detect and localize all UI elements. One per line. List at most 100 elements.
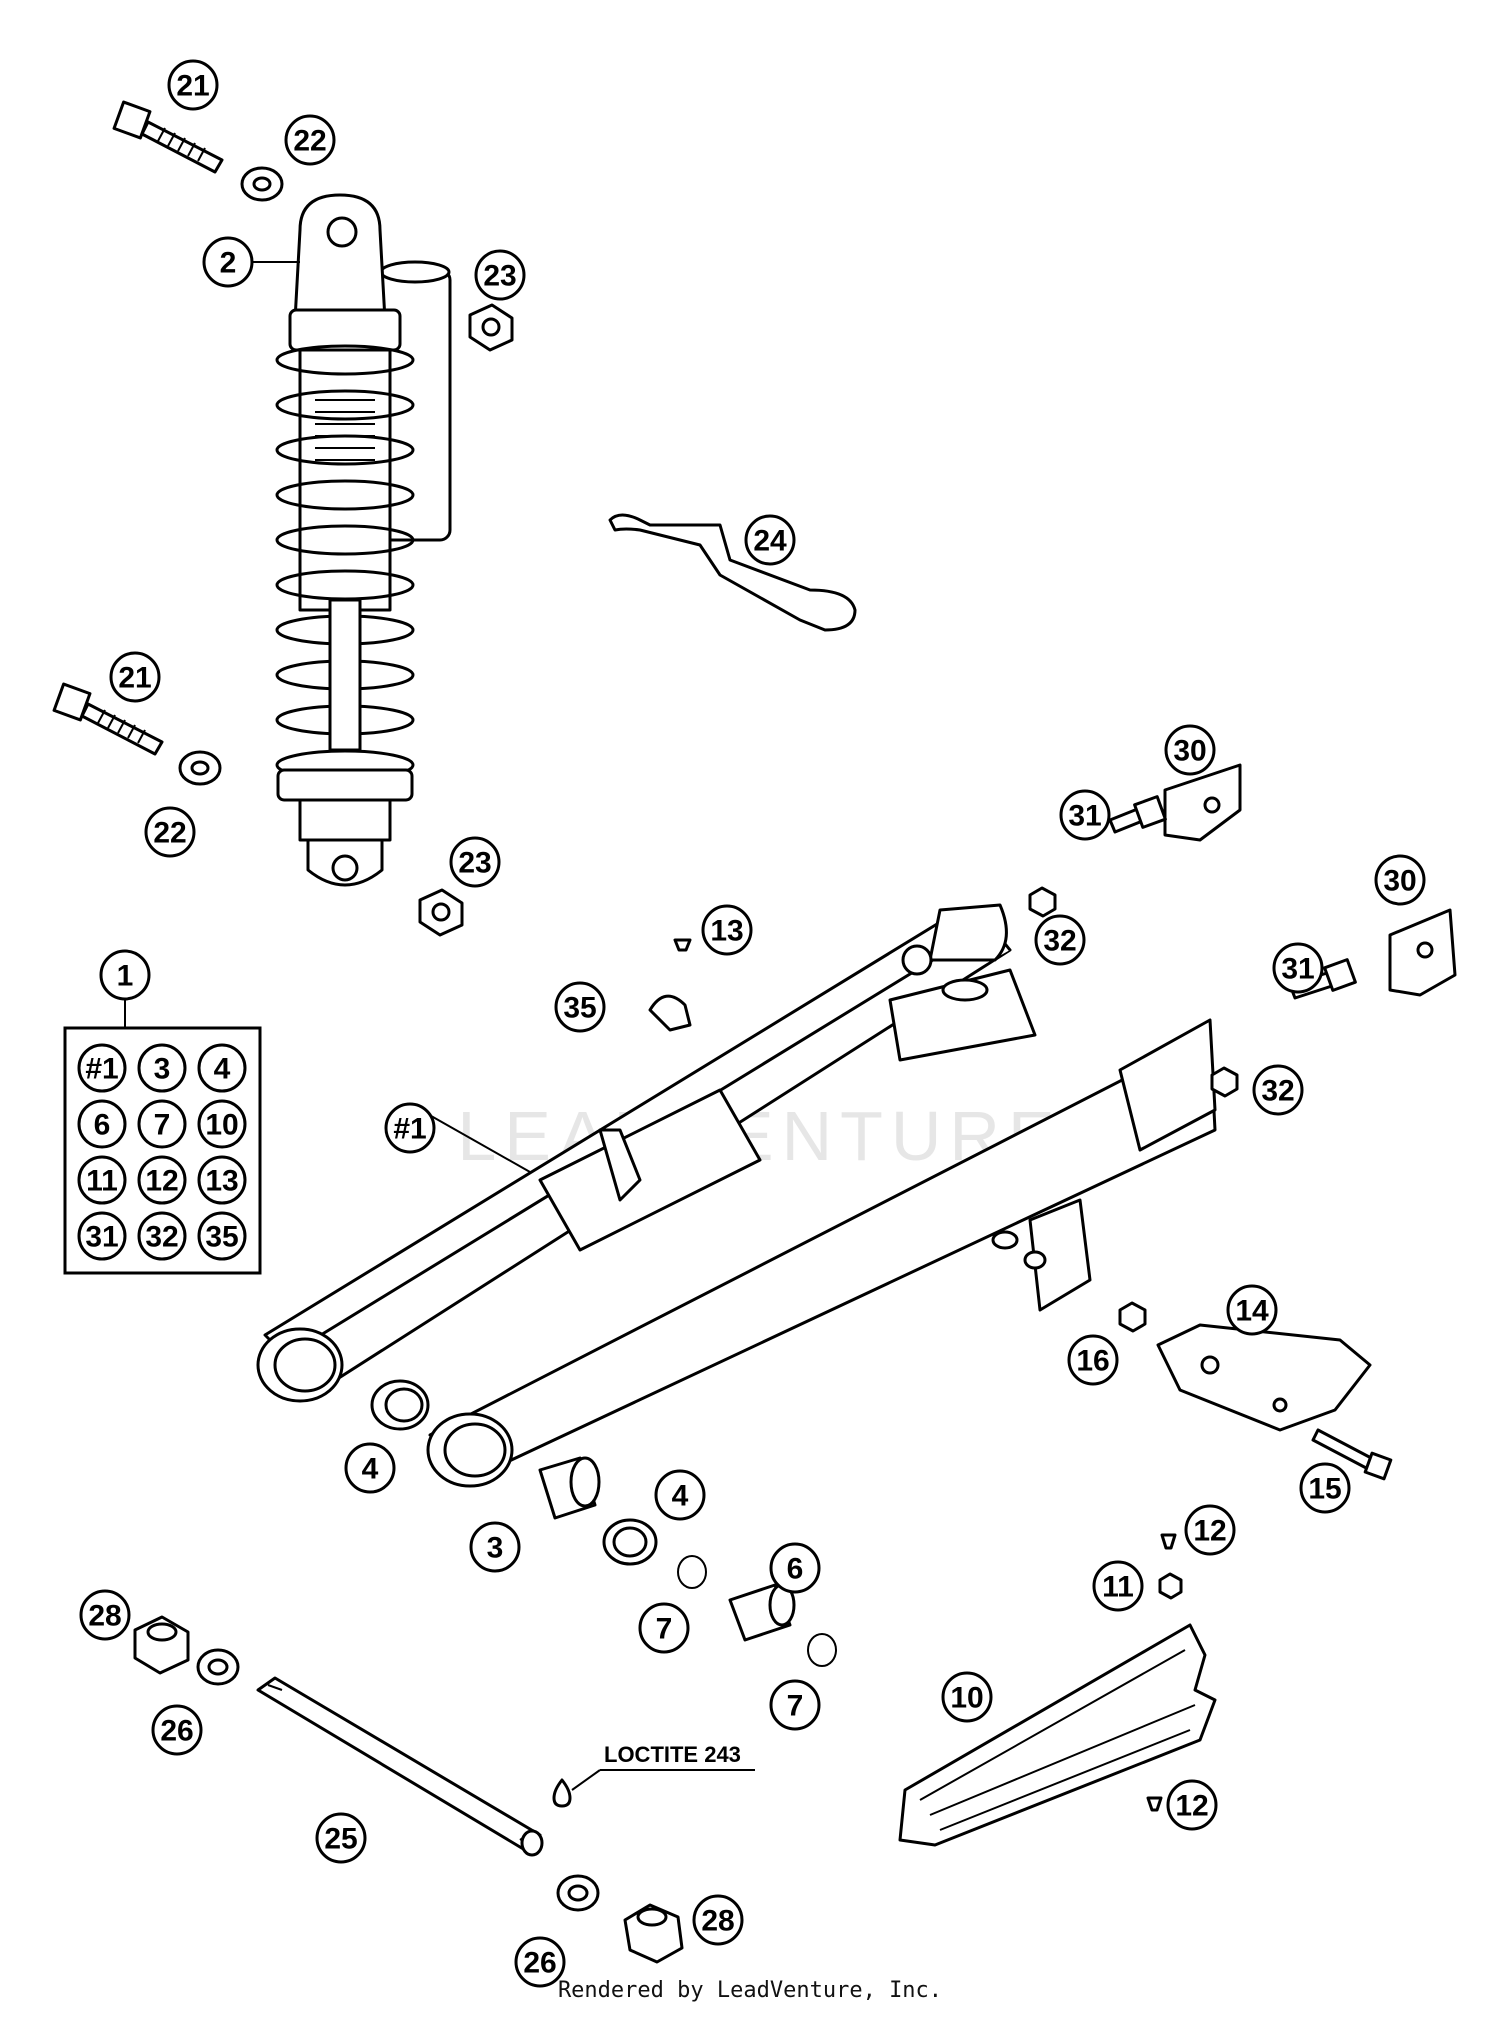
nut-32-b: [1210, 1066, 1239, 1098]
callout-label: 1: [117, 960, 134, 993]
shock-absorber: [275, 193, 452, 887]
callout-4-21: 4: [344, 1442, 396, 1494]
callout-21-5: 21: [109, 651, 161, 703]
callout-10-29: 10: [941, 1671, 993, 1723]
nut-11: [1158, 1572, 1183, 1600]
bearing-4-right: [602, 1518, 658, 1566]
callout-label: 14: [1235, 1295, 1269, 1328]
kit-item-label: 35: [205, 1221, 238, 1254]
kit-item: 3: [137, 1043, 187, 1093]
callout-label: 23: [458, 847, 491, 880]
callout-14-18: 14: [1226, 1284, 1278, 1336]
callout-label: 7: [787, 1690, 804, 1723]
loctite-label: LOCTITE 243: [604, 1742, 741, 1767]
callout-22-1: 22: [284, 114, 336, 166]
washer-upper: [240, 166, 284, 202]
callout-23-3: 23: [474, 249, 526, 301]
callout-7-25: 7: [638, 1602, 690, 1654]
callout-label: 21: [176, 70, 209, 103]
callout-label: 28: [701, 1905, 734, 1938]
callout-31-12: 31: [1059, 789, 1111, 841]
kit-item-label: 13: [205, 1165, 238, 1198]
washer-lower: [178, 750, 222, 786]
callout-label: 25: [324, 1823, 357, 1856]
screw-12-b: [1146, 1796, 1163, 1812]
kit-item: 11: [77, 1155, 127, 1205]
callout-23-7: 23: [449, 836, 501, 888]
kit-item-label: 4: [214, 1053, 231, 1086]
needle-bearing-3: [538, 1456, 601, 1520]
callout-label: 12: [1193, 1515, 1226, 1548]
callout-12-30: 12: [1166, 1779, 1218, 1831]
kit-item: 6: [77, 1099, 127, 1149]
clip-35: [648, 994, 692, 1032]
callout-label: 13: [710, 915, 743, 948]
callout-label: 26: [160, 1715, 193, 1748]
callout-28-35: 28: [692, 1894, 744, 1946]
kit-item-label: #1: [85, 1053, 118, 1086]
kit-item-label: 32: [145, 1221, 178, 1254]
guard-30-a: [1163, 763, 1242, 842]
callout-label: 32: [1261, 1075, 1294, 1108]
kit-item: #1: [77, 1043, 127, 1093]
callout-11-28: 11: [1092, 1560, 1144, 1612]
callout-3-23: 3: [469, 1521, 521, 1573]
chain-slider-14: [1156, 1323, 1372, 1432]
callout-label: 21: [118, 662, 151, 695]
kit-item: 12: [137, 1155, 187, 1205]
callout-15-20: 15: [1299, 1462, 1351, 1514]
screw-13: [673, 938, 692, 952]
callout-label: 16: [1076, 1345, 1109, 1378]
kit-item: 7: [137, 1099, 187, 1149]
callout-label: 2: [220, 247, 237, 280]
bearing-4-left: [370, 1379, 430, 1431]
callout-label: 35: [563, 992, 596, 1025]
nut-16: [1118, 1301, 1147, 1333]
callout-22-6: 22: [144, 806, 196, 858]
loctite-drop: [552, 1778, 572, 1808]
callout-label: 15: [1308, 1473, 1341, 1506]
kit-item-label: 6: [94, 1109, 111, 1142]
o-ring-7-a: [677, 1555, 707, 1589]
callout-32-16: 32: [1252, 1064, 1304, 1116]
kit-item-label: 12: [145, 1165, 178, 1198]
callout-6-24: 6: [769, 1542, 821, 1594]
callout-30-14: 30: [1374, 854, 1426, 906]
guard-30-b: [1388, 908, 1457, 997]
callout-label: 11: [1102, 1571, 1134, 1604]
callout-label: 28: [88, 1600, 121, 1633]
nut-28-a: [133, 1615, 190, 1675]
callout-hash1-17: #1: [384, 1102, 436, 1154]
kit-item: 4: [197, 1043, 247, 1093]
callout-label: 6: [787, 1553, 804, 1586]
callout-label: 23: [483, 260, 516, 293]
washer-26-a: [196, 1648, 240, 1686]
kit-item: 35: [197, 1211, 247, 1261]
callout-label: 31: [1281, 953, 1314, 986]
callout-label: 10: [950, 1682, 983, 1715]
callout-7-26: 7: [769, 1679, 821, 1731]
callout-label: 12: [1175, 1790, 1208, 1823]
spacer-sleeve-6: [728, 1583, 796, 1642]
callout-30-11: 30: [1164, 724, 1216, 776]
nut-lower: [418, 888, 464, 937]
callout-35-10: 35: [554, 981, 606, 1033]
callout-32-13: 32: [1034, 914, 1086, 966]
footer-credit: Rendered by LeadVenture, Inc.: [557, 1978, 943, 2003]
kit-item-label: 10: [205, 1109, 238, 1142]
callout-label: 31: [1068, 800, 1101, 833]
callout-24-4: 24: [744, 514, 796, 566]
hook-wrench: [608, 513, 857, 632]
callout-label: 3: [487, 1532, 504, 1565]
callout-label: 30: [1173, 735, 1206, 768]
kit-item: 10: [197, 1099, 247, 1149]
chain-guide-10: [898, 1623, 1217, 1847]
callout-25-33: 25: [315, 1812, 367, 1864]
callout-31-15: 31: [1272, 942, 1324, 994]
callout-label: 26: [523, 1947, 556, 1980]
callout-13-9: 13: [701, 904, 753, 956]
kit-item: 31: [77, 1211, 127, 1261]
